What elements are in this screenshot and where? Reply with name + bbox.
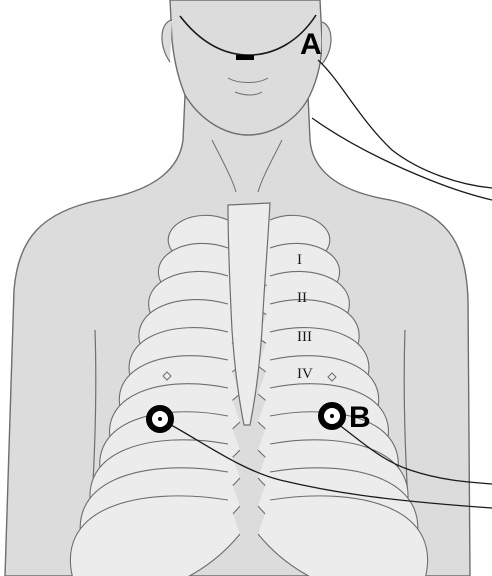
marker-label-a: A (300, 28, 322, 61)
rib-label-3: III (297, 329, 312, 345)
left-electrode (149, 408, 171, 430)
rib-label-4: IV (297, 366, 313, 382)
right-electrode (321, 405, 343, 427)
rib-label-1: I (297, 252, 302, 268)
rib-label-2: II (297, 290, 307, 306)
right-ear (322, 22, 331, 64)
wire-a-1 (318, 60, 492, 188)
neck-electrode-pad (236, 55, 254, 60)
marker-label-b: B (349, 401, 371, 434)
left-ear (162, 20, 172, 62)
